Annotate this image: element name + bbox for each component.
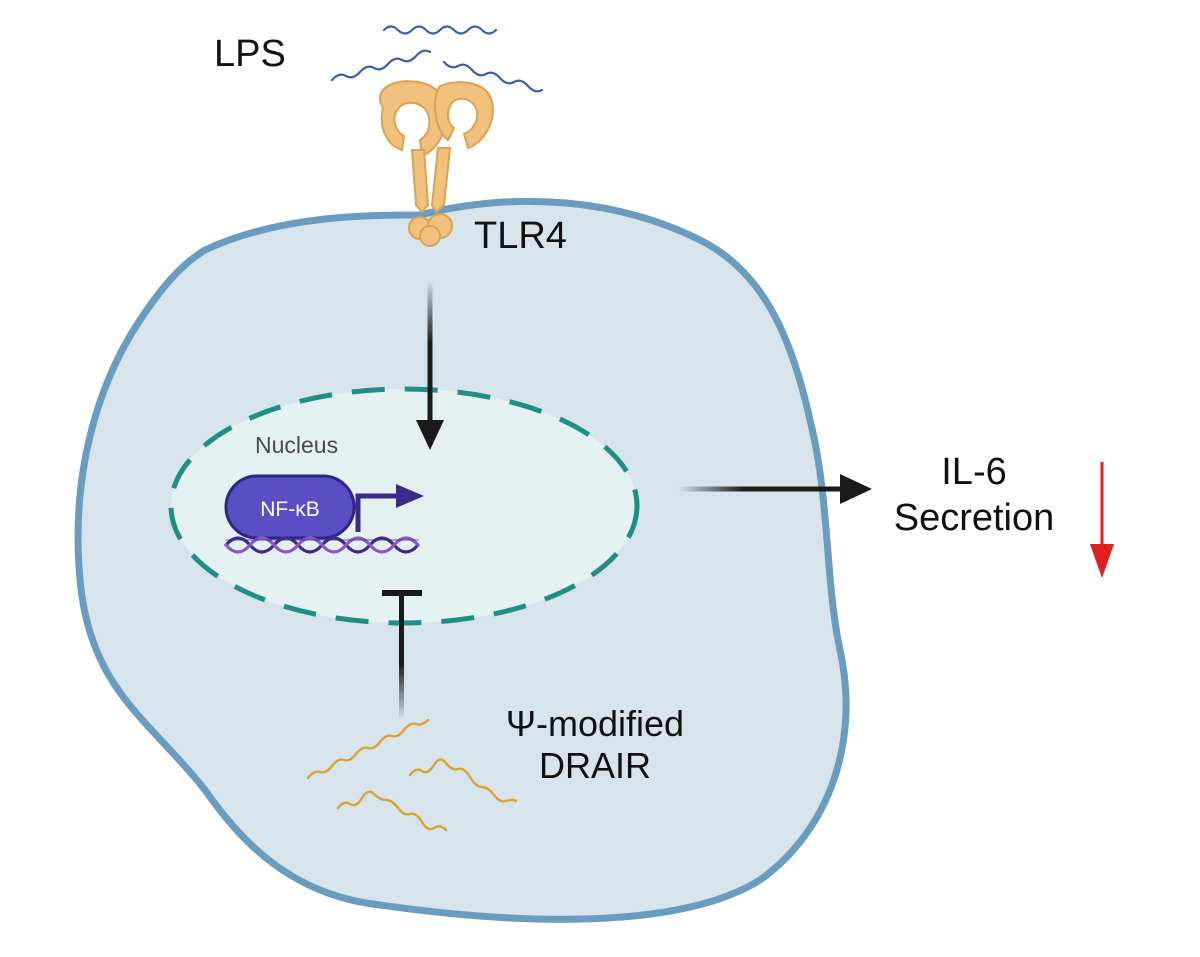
- lps-label: LPS: [214, 33, 286, 75]
- dna-helix-icon: [224, 536, 420, 554]
- lps-molecule-icon: [330, 25, 544, 93]
- promoter-arrow-icon: [355, 484, 424, 532]
- rna-strand-icon: [306, 718, 518, 832]
- tlr4-label: TLR4: [474, 215, 567, 257]
- drair-modification-label: Ψ-modified: [506, 703, 684, 744]
- tlr4-receptor-icon: [378, 80, 494, 247]
- tlr4-to-nucleus-arrow: [416, 280, 444, 450]
- secretion-label: Secretion: [894, 497, 1055, 539]
- red-down-arrow-icon: [1090, 462, 1114, 578]
- drair-label: DRAIR: [539, 745, 651, 786]
- nfkb-protein-icon: NF-κB: [224, 474, 356, 540]
- drair-inhibition-bar: [382, 590, 422, 720]
- nfkb-label: NF-κB: [260, 498, 320, 521]
- nucleus-label: Nucleus: [255, 432, 338, 458]
- il6-secretion-arrow: [678, 474, 872, 504]
- il6-label: IL-6: [941, 451, 1006, 493]
